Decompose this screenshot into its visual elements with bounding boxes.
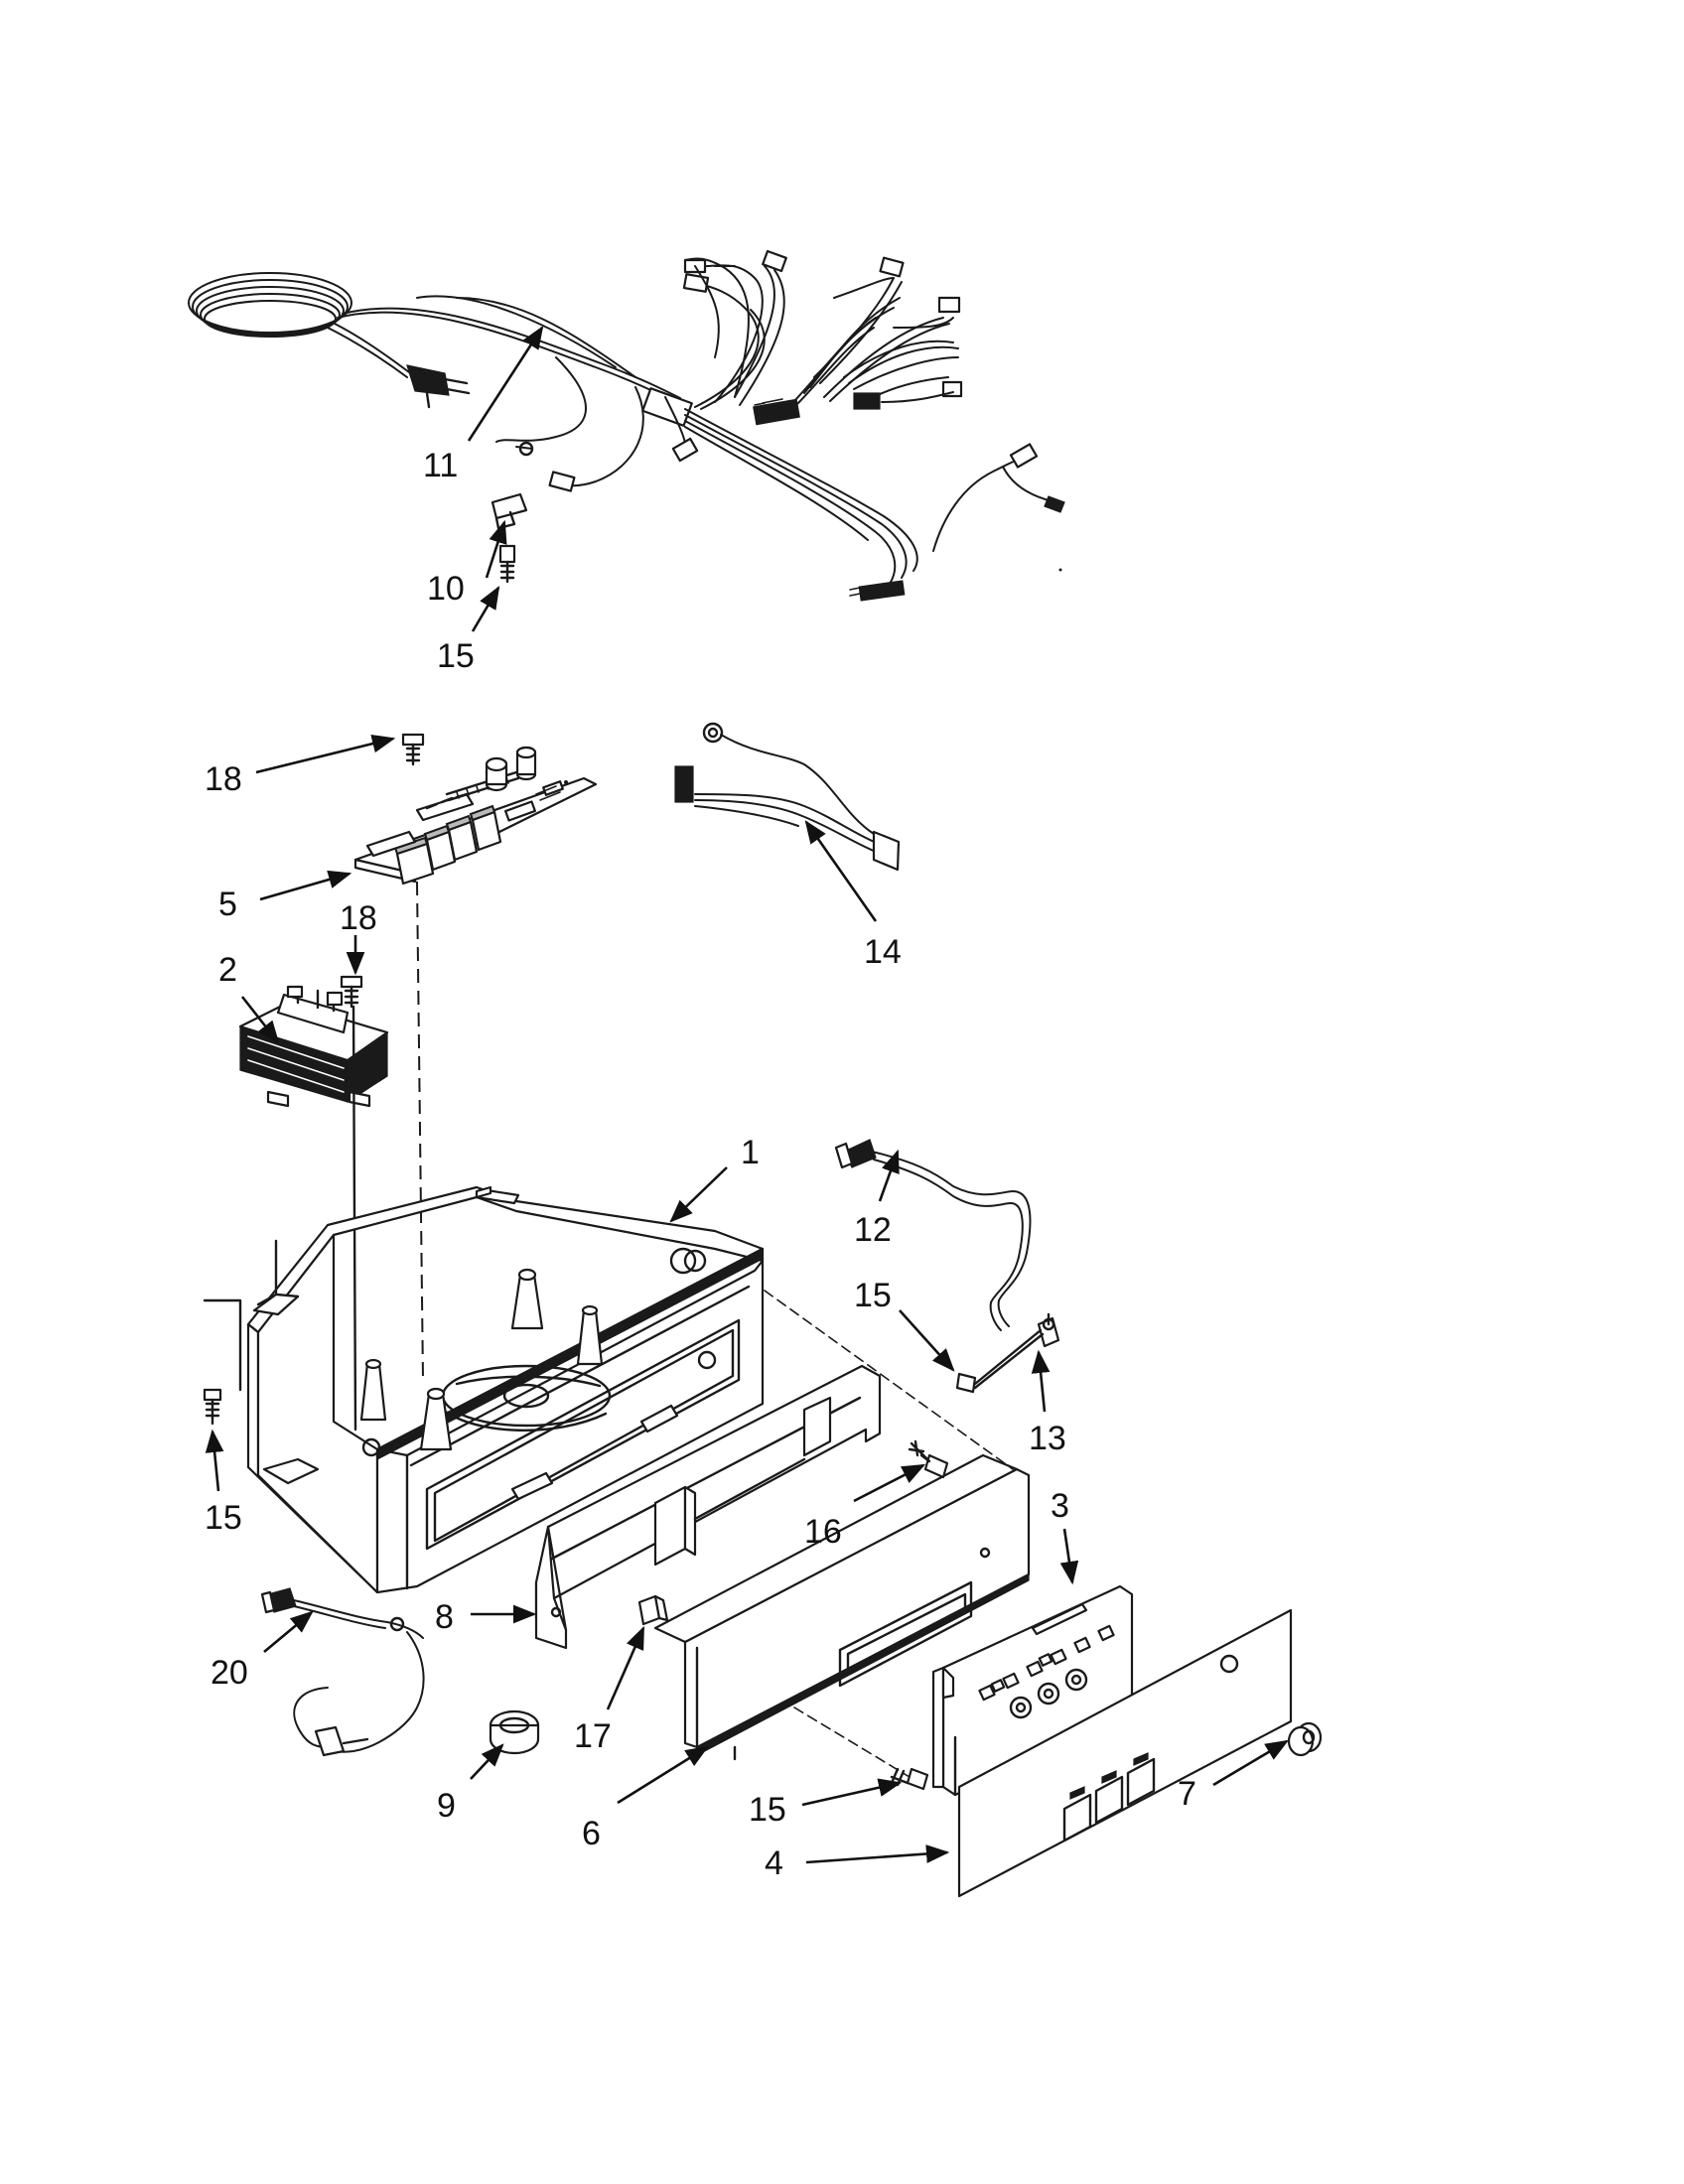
callout-15: 15	[854, 1277, 892, 1314]
callout-18: 18	[205, 760, 242, 798]
user-interface-board-part-3	[931, 1584, 1134, 1797]
thermistor-part-20	[260, 1587, 425, 1757]
callout-1: 1	[741, 1134, 760, 1171]
wire-assembly-part-14	[674, 722, 901, 872]
callout-12: 12	[854, 1211, 892, 1249]
screw-part-15-top	[498, 544, 516, 584]
screw-part-15-right	[955, 1328, 1045, 1394]
callout-17: 17	[574, 1717, 612, 1755]
callout-8: 8	[435, 1598, 454, 1636]
alignment-line-screw	[793, 1706, 911, 1778]
screw-part-15-lower	[890, 1767, 929, 1791]
button-part-7	[1287, 1721, 1323, 1757]
mounting-bracket-part-8	[534, 1364, 882, 1650]
wire-part-12	[834, 1139, 1032, 1331]
leader-arrows	[205, 326, 1290, 1864]
callout-16: 16	[804, 1513, 842, 1551]
control-board-part-5	[353, 746, 598, 886]
callout-15: 15	[749, 1791, 786, 1829]
callout-4: 4	[765, 1844, 783, 1882]
screw-part-18-top	[401, 733, 425, 766]
alignment-line-board	[416, 881, 424, 1381]
callout-20: 20	[210, 1654, 248, 1692]
callout-14: 14	[864, 933, 902, 971]
callout-11: 11	[423, 447, 458, 484]
callout-6: 6	[582, 1815, 601, 1852]
transformer-part-2	[238, 985, 389, 1108]
wire-harness-part-11	[188, 249, 1065, 602]
grommet-part-9	[489, 1709, 540, 1755]
callout-3: 3	[1051, 1487, 1069, 1525]
callout-10: 10	[427, 570, 465, 608]
callout-2: 2	[218, 951, 237, 989]
screw-part-15-left	[203, 1388, 222, 1426]
control-panel-overlay-part-4	[957, 1608, 1293, 1898]
callout-15: 15	[437, 637, 475, 675]
callout-9: 9	[437, 1787, 456, 1825]
clip-part-17	[637, 1594, 669, 1626]
callout-13: 13	[1029, 1420, 1066, 1457]
wire-clip-part-10	[491, 492, 528, 530]
callout-18: 18	[340, 899, 377, 937]
callout-5: 5	[218, 886, 237, 923]
ground-wire-part-13	[1037, 1312, 1060, 1348]
screw-part-16	[908, 1439, 949, 1479]
screw-part-18-middle	[340, 975, 363, 1009]
callout-7: 7	[1178, 1775, 1196, 1813]
callout-labels: 11 10 15 18 5 18 2 14 1 12 15 13 3 16 15…	[205, 447, 1196, 1882]
callout-15: 15	[205, 1499, 242, 1537]
base-pan-part-1	[203, 1185, 765, 1594]
alignment-line-housing	[764, 1290, 1014, 1470]
